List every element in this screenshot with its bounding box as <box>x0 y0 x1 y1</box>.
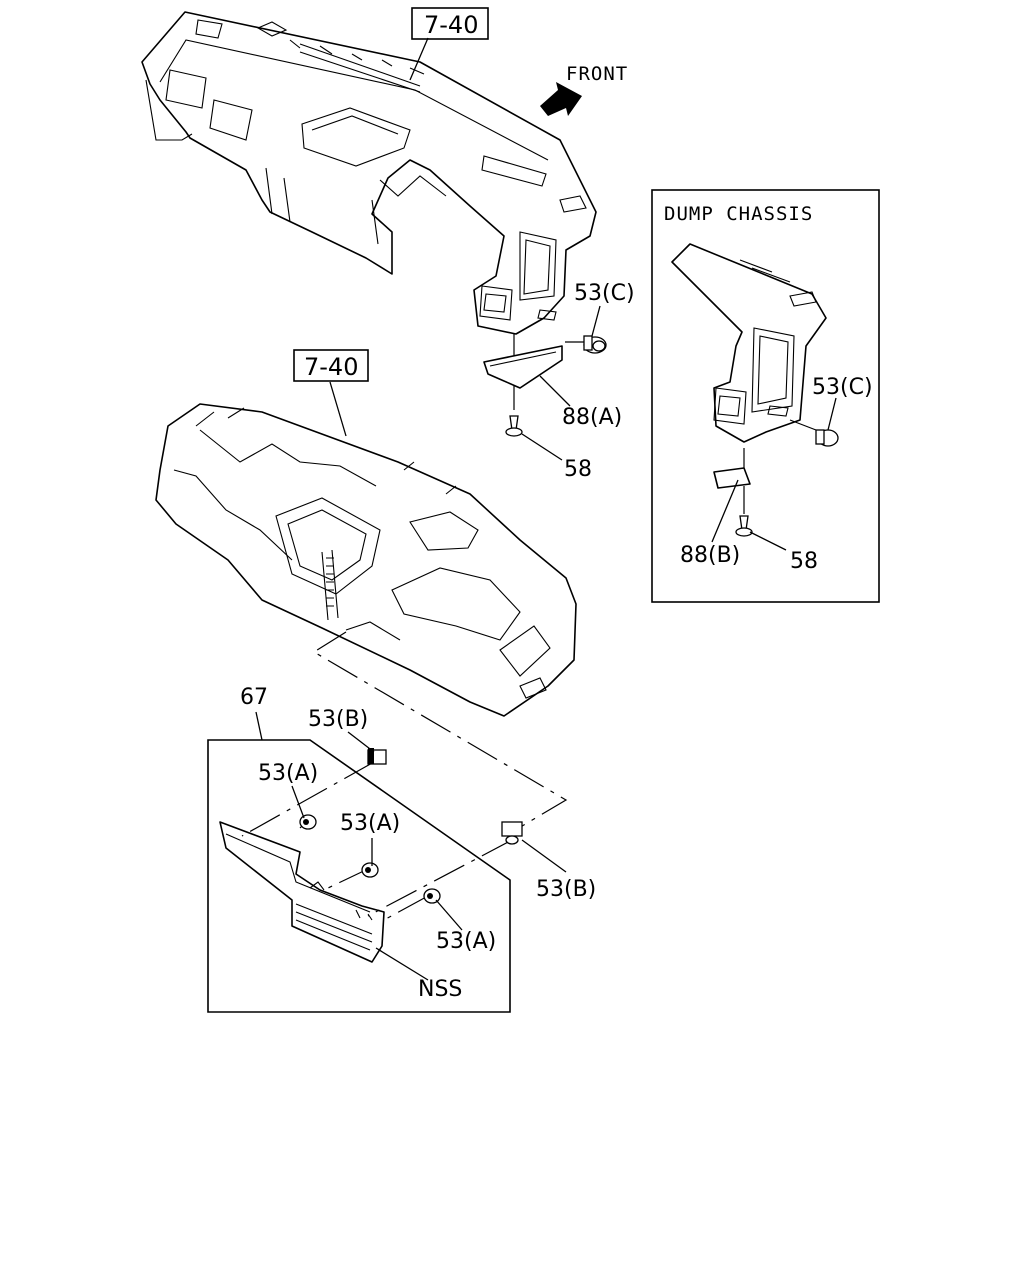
screw-58-inset <box>735 515 753 537</box>
label-58-main: 58 <box>564 457 592 482</box>
arrow-right-icon <box>540 82 582 116</box>
label-58-inset: 58 <box>790 549 818 574</box>
front-direction: FRONT <box>540 63 628 116</box>
front-label: FRONT <box>566 63 628 85</box>
inset-dump-chassis: DUMP CHASSIS <box>651 189 880 603</box>
label-53b-side: 53(B) <box>536 877 596 902</box>
label-53a-3: 53(A) <box>436 929 496 954</box>
label-88a: 88(A) <box>562 405 622 430</box>
clip-53c-main <box>583 335 607 354</box>
clip-53a-2 <box>361 862 379 878</box>
label-53b-top: 53(B) <box>308 707 368 732</box>
label-nss: NSS <box>418 977 462 1002</box>
dashboard-frame <box>155 403 577 717</box>
reference-box-upper: 7-40 <box>411 7 489 40</box>
ref-upper-label: 7-40 <box>424 11 478 39</box>
reference-box-middle: 7-40 <box>293 349 369 382</box>
label-67: 67 <box>240 685 268 710</box>
label-88b: 88(B) <box>680 543 740 568</box>
fasteners <box>299 335 839 904</box>
trim-88b <box>713 467 751 489</box>
clip-53b-side <box>501 821 523 845</box>
leader-lines <box>255 37 837 981</box>
lower-cover-group <box>207 739 511 1013</box>
trim-88a <box>483 345 563 389</box>
label-53a-2: 53(A) <box>340 811 400 836</box>
label-53a-1: 53(A) <box>258 761 318 786</box>
clip-53c-inset <box>815 429 839 447</box>
inset-title: DUMP CHASSIS <box>664 203 813 225</box>
dashboard-upper-panel <box>141 11 597 335</box>
part-labels: 53(C) 88(A) 58 53(C) 88(B) 58 67 53(B) 5… <box>240 281 873 1002</box>
label-53c-main: 53(C) <box>574 281 635 306</box>
ref-middle-label: 7-40 <box>304 353 358 381</box>
screw-58-main <box>505 415 523 437</box>
clip-53a-3 <box>423 888 441 904</box>
label-53c-inset: 53(C) <box>812 375 873 400</box>
clip-53b-top <box>367 748 387 765</box>
clip-53a-1 <box>299 814 317 830</box>
